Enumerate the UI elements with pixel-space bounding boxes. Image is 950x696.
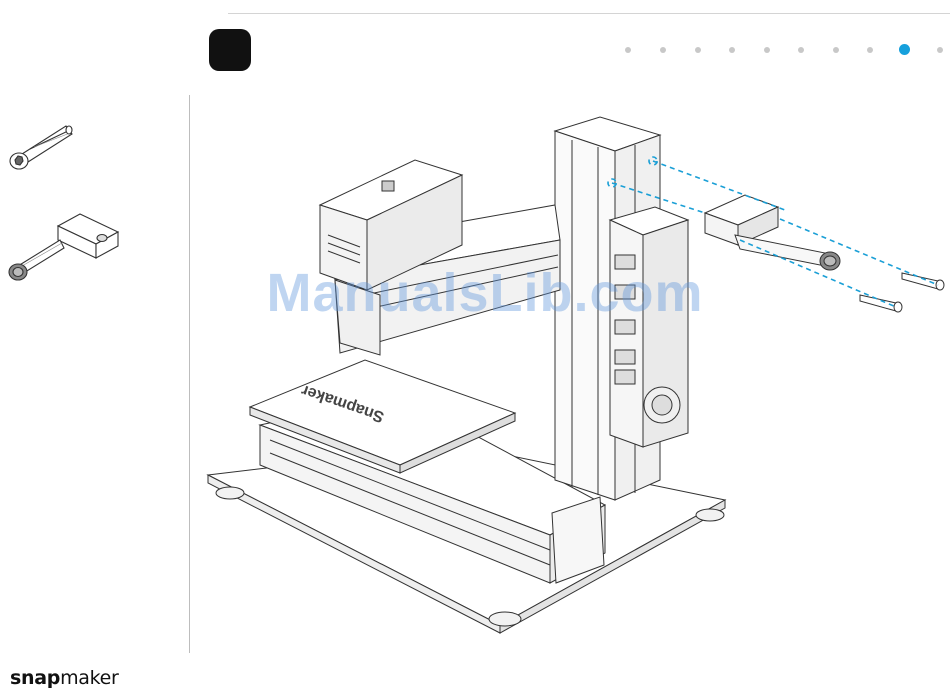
bracket-with-thumb-screw-icon — [9, 214, 118, 280]
progress-dot-current — [899, 44, 910, 55]
step-progress-indicator — [622, 42, 950, 58]
progress-dot — [764, 47, 770, 53]
progress-dot — [729, 47, 735, 53]
progress-dot — [695, 47, 701, 53]
hex-socket-screw-icon — [10, 126, 72, 169]
parts-list-drawing — [0, 110, 180, 310]
assembly-drawing: Snapmaker — [200, 95, 950, 655]
logo-part-maker: maker — [60, 667, 118, 689]
parts-divider — [189, 95, 190, 653]
progress-dot — [937, 47, 943, 53]
header-rule — [228, 13, 950, 14]
progress-dot — [625, 47, 631, 53]
progress-dot — [867, 47, 873, 53]
progress-dot — [833, 47, 839, 53]
screw-upper — [902, 273, 938, 289]
progress-dot — [660, 47, 666, 53]
watermark: ManualsLib.com — [265, 262, 705, 324]
progress-dot — [798, 47, 804, 53]
parts-list — [0, 110, 180, 310]
brand-logo: snapmaker — [10, 667, 119, 689]
step-number-badge — [209, 29, 251, 71]
screw-lower — [860, 295, 896, 311]
logo-part-snap: snap — [10, 667, 60, 689]
printer-assembly-diagram: Snapmaker — [200, 95, 950, 655]
